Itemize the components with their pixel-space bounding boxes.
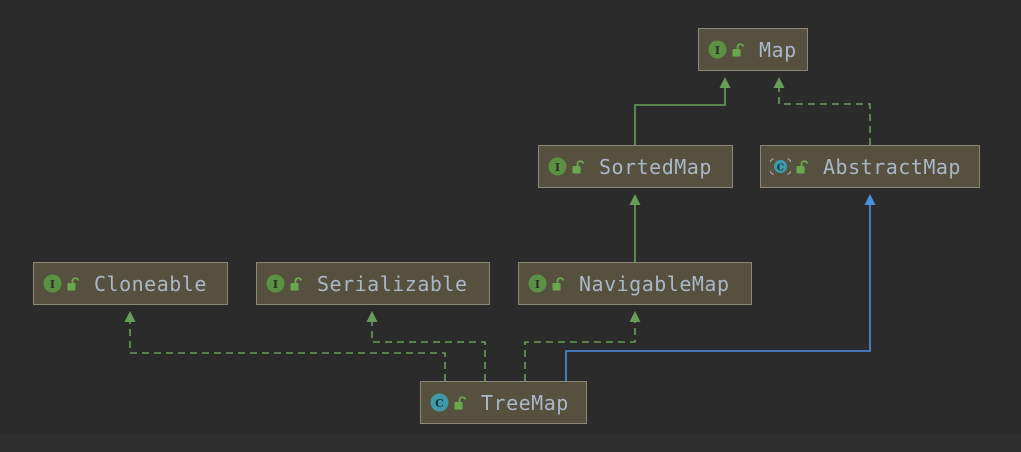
class-node-label: NavigableMap (579, 271, 730, 296)
svg-text:I: I (555, 161, 560, 174)
svg-text:I: I (535, 278, 540, 291)
class-node-label: Cloneable (94, 271, 207, 296)
interface-icon: I (708, 40, 727, 59)
svg-text:C: C (435, 397, 444, 410)
interface-icon: I (266, 274, 285, 293)
class-node-abstractmap[interactable]: C AbstractMap (760, 145, 980, 188)
interface-icon: I (43, 274, 62, 293)
svg-text:I: I (50, 278, 55, 291)
edge-treemap-to-abstractmap-selected[interactable] (565, 194, 876, 381)
class-node-label: AbstractMap (823, 154, 961, 179)
svg-text:C: C (777, 163, 784, 173)
svg-text:I: I (273, 278, 278, 291)
class-node-treemap[interactable]: C TreeMap (420, 381, 587, 424)
class-node-serializable[interactable]: I Serializable (256, 262, 490, 305)
unlocked-padlock-icon (66, 276, 81, 292)
edge-treemap-to-navigablemap[interactable] (524, 311, 641, 381)
abstract-class-icon: C (768, 157, 793, 176)
edge-treemap-to-cloneable[interactable] (124, 311, 446, 381)
class-node-map[interactable]: I Map (698, 28, 808, 71)
interface-icon: I (548, 157, 567, 176)
class-icon: C (430, 393, 449, 412)
class-node-sortedmap[interactable]: I SortedMap (538, 145, 733, 188)
unlocked-padlock-icon (453, 395, 468, 411)
class-node-label: TreeMap (481, 390, 569, 415)
unlocked-padlock-icon (289, 276, 304, 292)
unlocked-padlock-icon (731, 42, 746, 58)
canvas-bottom-band (0, 434, 1021, 452)
unlocked-padlock-icon (571, 159, 586, 175)
unlocked-padlock-icon (551, 276, 566, 292)
class-node-cloneable[interactable]: I Cloneable (33, 262, 228, 305)
class-node-navigablemap[interactable]: I NavigableMap (518, 262, 752, 305)
edge-abstractmap-to-map[interactable] (773, 77, 871, 145)
interface-icon: I (528, 274, 547, 293)
edge-treemap-to-serializable[interactable] (366, 311, 486, 381)
class-node-label: Map (759, 37, 797, 62)
edge-sortedmap-to-map[interactable] (634, 77, 731, 145)
svg-text:I: I (715, 44, 720, 57)
class-node-label: Serializable (317, 271, 468, 296)
class-node-label: SortedMap (599, 154, 712, 179)
unlocked-padlock-icon (795, 159, 810, 175)
